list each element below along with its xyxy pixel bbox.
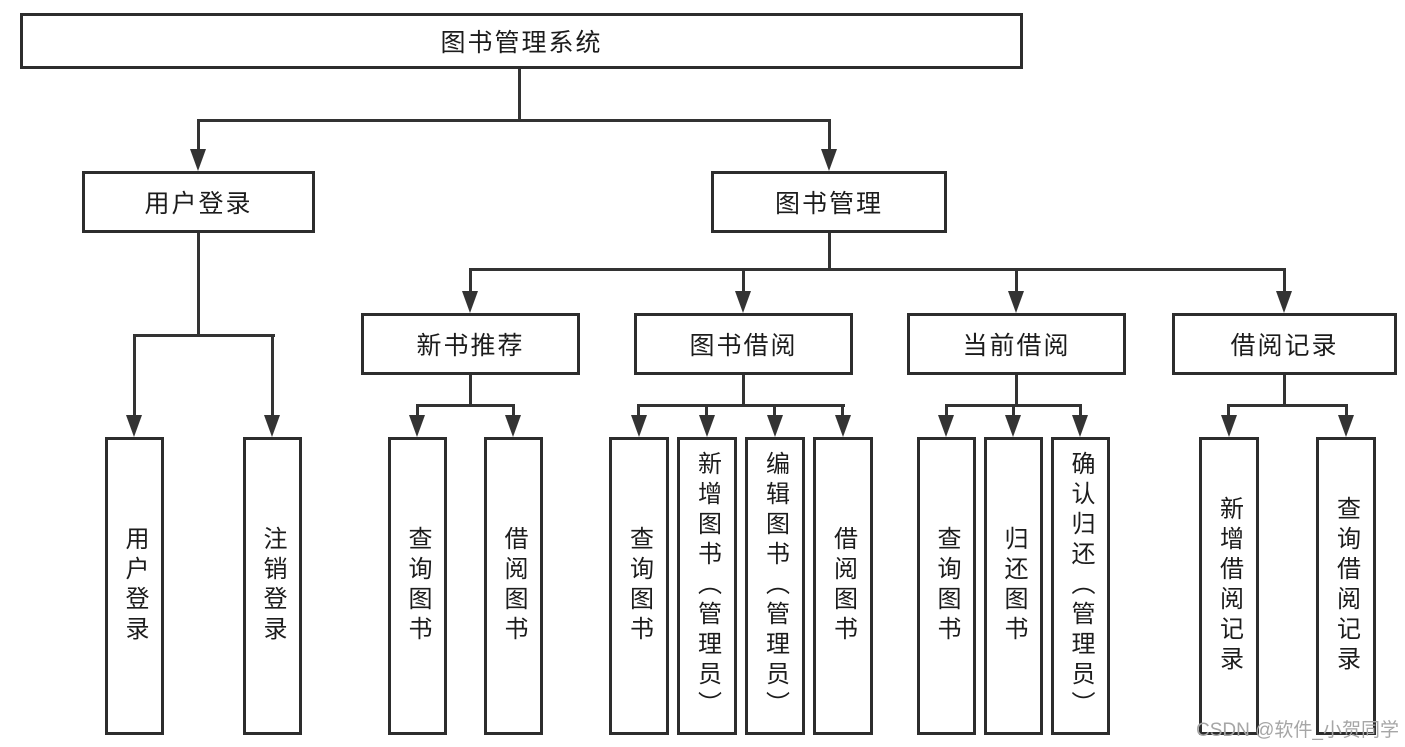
arrowhead [735, 291, 751, 313]
arrowhead [699, 415, 715, 437]
leaf-borrow-book-label: 借阅图书 [829, 526, 857, 646]
arrow-shaft [1283, 268, 1286, 293]
node-borrow-record: 借阅记录 [1172, 313, 1397, 375]
node-new-book-recommend: 新书推荐 [361, 313, 580, 375]
leaf-return-book-label: 归还图书 [1000, 526, 1027, 646]
leaf-borrow-book: 借阅图书 [813, 437, 873, 735]
node-root: 图书管理系统 [20, 13, 1023, 69]
arrowhead [126, 415, 142, 437]
connector-root-stub [518, 69, 521, 121]
leaf-borrow-add-admin: 新增图书（管理员） [677, 437, 737, 735]
connector-userlogin-bar [133, 334, 275, 337]
leaf-borrow-query-label: 查询图书 [625, 526, 653, 646]
arrowhead [462, 291, 478, 313]
node-user-login: 用户登录 [82, 171, 315, 233]
node-root-label: 图书管理系统 [440, 29, 603, 57]
arrow-shaft [1012, 404, 1015, 417]
arrow-shaft [1345, 404, 1348, 417]
leaf-record-query-label: 查询借阅记录 [1332, 496, 1360, 676]
arrow-shaft [512, 404, 515, 417]
leaf-newbook-borrow: 借阅图书 [484, 437, 543, 735]
connector-bookmgmt-stub [828, 233, 831, 270]
arrow-shaft [1015, 268, 1018, 293]
arrow-shaft [1227, 404, 1230, 417]
leaf-borrow-add-admin-label: 新增图书（管理员） [693, 451, 721, 721]
leaf-logout: 注销登录 [243, 437, 302, 735]
arrowhead [264, 415, 280, 437]
arrow-shaft [1079, 404, 1082, 417]
leaf-newbook-query: 查询图书 [388, 437, 447, 735]
connector-root-bar [197, 119, 831, 122]
leaf-borrow-query: 查询图书 [609, 437, 669, 735]
leaf-record-add: 新增借阅记录 [1199, 437, 1259, 735]
leaf-confirm-return-admin: 确认归还（管理员） [1051, 437, 1110, 735]
node-book-management: 图书管理 [711, 171, 947, 233]
arrow-shaft [742, 268, 745, 293]
arrow-shaft [828, 119, 831, 152]
arrow-shaft [841, 404, 844, 417]
node-current-borrow-label: 当前借阅 [962, 332, 1071, 360]
arrow-shaft [469, 268, 472, 293]
leaf-user-login-label: 用户登录 [121, 526, 148, 646]
arrow-shaft [773, 404, 776, 417]
leaf-user-login: 用户登录 [105, 437, 164, 735]
arrowhead [1276, 291, 1292, 313]
leaf-current-query-label: 查询图书 [933, 526, 960, 646]
connector-newbook-bar [416, 404, 515, 407]
connector-bookborrow-stub [742, 375, 745, 406]
arrowhead [821, 149, 837, 171]
arrow-shaft [945, 404, 948, 417]
node-user-login-label: 用户登录 [144, 190, 253, 218]
arrow-shaft [637, 404, 640, 417]
arrowhead [190, 149, 206, 171]
connector-userlogin-stub [197, 233, 200, 336]
node-borrow-record-label: 借阅记录 [1230, 332, 1339, 360]
leaf-confirm-return-admin-label: 确认归还（管理员） [1067, 451, 1094, 721]
node-book-borrow: 图书借阅 [634, 313, 853, 375]
arrow-shaft [197, 119, 200, 152]
arrowhead [1338, 415, 1354, 437]
leaf-record-query: 查询借阅记录 [1316, 437, 1376, 735]
arrowhead [409, 415, 425, 437]
arrow-shaft [133, 334, 136, 417]
arrowhead [1072, 415, 1088, 437]
connector-bookmgmt-bar [469, 268, 1286, 271]
connector-bookborrow-bar [637, 404, 845, 407]
leaf-record-add-label: 新增借阅记录 [1215, 496, 1243, 676]
arrowhead [1008, 291, 1024, 313]
leaf-borrow-edit-admin: 编辑图书（管理员） [745, 437, 805, 735]
arrowhead [767, 415, 783, 437]
arrowhead [938, 415, 954, 437]
node-book-borrow-label: 图书借阅 [689, 332, 798, 360]
arrow-shaft [416, 404, 419, 417]
arrowhead [1221, 415, 1237, 437]
arrow-shaft [705, 404, 708, 417]
leaf-return-book: 归还图书 [984, 437, 1043, 735]
arrowhead [1005, 415, 1021, 437]
leaf-borrow-edit-admin-label: 编辑图书（管理员） [761, 451, 789, 721]
arrow-shaft [271, 334, 274, 417]
connector-currentborrow-stub [1015, 375, 1018, 406]
node-book-management-label: 图书管理 [774, 190, 883, 218]
arrowhead [631, 415, 647, 437]
leaf-current-query: 查询图书 [917, 437, 976, 735]
leaf-logout-label: 注销登录 [259, 526, 286, 646]
connector-newbook-stub [469, 375, 472, 406]
leaf-newbook-query-label: 查询图书 [404, 526, 431, 646]
connector-borrowrecord-bar [1227, 404, 1348, 407]
leaf-newbook-borrow-label: 借阅图书 [500, 526, 527, 646]
csdn-watermark: CSDN @软件_小贺同学 [1196, 720, 1399, 741]
node-current-borrow: 当前借阅 [907, 313, 1126, 375]
arrowhead [505, 415, 521, 437]
connector-borrowrecord-stub [1283, 375, 1286, 406]
node-new-book-recommend-label: 新书推荐 [416, 332, 525, 360]
arrowhead [835, 415, 851, 437]
